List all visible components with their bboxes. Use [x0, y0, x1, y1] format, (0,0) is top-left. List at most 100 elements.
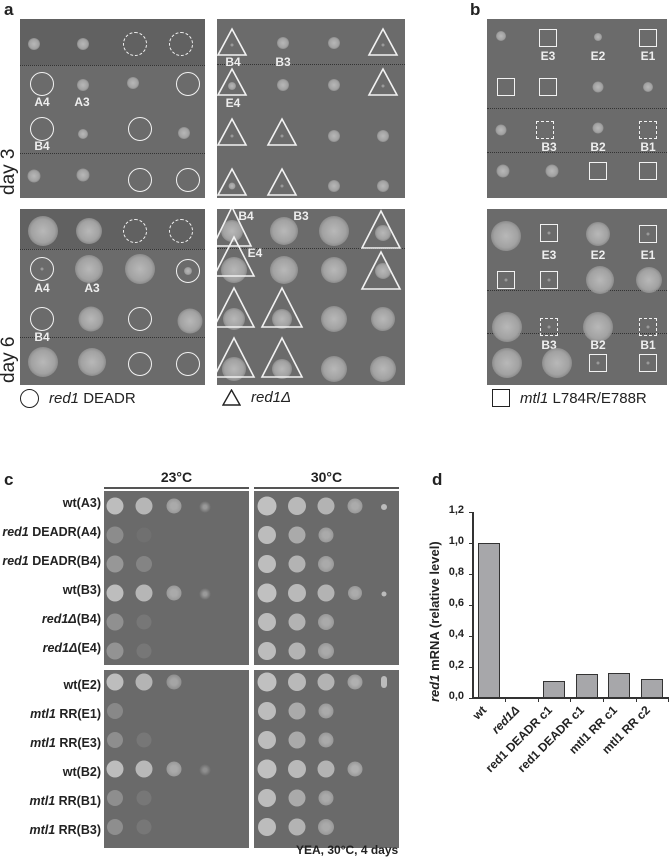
x-label-wt: wt — [469, 703, 489, 723]
bar-mtl1-rr-c2 — [641, 679, 663, 698]
panel-c-letter: c — [4, 470, 14, 489]
row-label: mtl1 RR(E1) — [30, 707, 101, 721]
bar-wt — [478, 543, 500, 698]
strain-label-B1: B1 — [640, 338, 656, 352]
strain-label-A4: A4 — [34, 95, 50, 109]
day3-label: day 3 — [0, 148, 19, 195]
circle-marker — [176, 72, 200, 96]
panel-a-letter: a — [4, 0, 14, 19]
row-label: red1Δ(E4) — [42, 641, 101, 655]
panel-a-day3-red1del-plate: B4 B3 E4 — [217, 19, 405, 198]
circle-marker — [128, 168, 152, 192]
temp-23-underline — [104, 487, 249, 489]
dashed-square-marker — [536, 121, 554, 139]
square-marker — [539, 78, 557, 96]
panel-c-footer: YEA, 30°C, 4 days — [296, 843, 399, 857]
spot-plate-30c-bottom — [254, 670, 399, 848]
row-label: mtl1 RR(E3) — [30, 736, 101, 750]
strain-label-A4: A4 — [34, 281, 50, 295]
triangle-legend-icon — [222, 389, 241, 406]
bar-red1-deadr-c1-b — [576, 674, 598, 698]
circle-marker — [128, 307, 152, 331]
strain-label-E1: E1 — [640, 49, 656, 63]
circle-marker — [30, 72, 54, 96]
strain-label-E3: E3 — [541, 248, 557, 262]
strain-label-B4: B4 — [238, 209, 254, 223]
y-tick-label: 1,2 — [448, 504, 464, 516]
strain-label-E2: E2 — [590, 248, 606, 262]
circle-legend-icon — [20, 389, 39, 408]
spot-plate-30c-top — [254, 491, 399, 665]
circle-marker — [128, 352, 152, 376]
strain-label-B2: B2 — [590, 338, 606, 352]
bar-chart: 0,0 0,2 0,4 0,6 0,8 1,0 1,2 — [449, 504, 672, 705]
strain-label-A3: A3 — [74, 95, 90, 109]
temp-23-header: 23°C — [160, 469, 193, 485]
triangle-markers — [217, 209, 402, 378]
triangle-markers — [217, 27, 399, 196]
circle-marker — [176, 168, 200, 192]
legend-square-mtl1: mtl1 L784R/E788R — [492, 389, 647, 407]
square-marker — [639, 225, 657, 243]
y-tick-label: 0,8 — [448, 566, 464, 578]
strain-label-E1: E1 — [640, 248, 656, 262]
square-marker — [540, 224, 558, 242]
strain-label-B1: B1 — [640, 140, 656, 154]
bar-mtl1-rr-c1 — [608, 673, 630, 698]
square-marker — [497, 78, 515, 96]
day6-label: day 6 — [0, 336, 19, 383]
square-marker — [589, 354, 607, 372]
circle-marker — [30, 257, 54, 281]
panel-b-day6-plate: E3 E2 E1 B3 B2 B1 — [487, 209, 667, 385]
row-label: red1 DEADR(B4) — [2, 554, 101, 568]
circle-marker — [30, 117, 54, 141]
panel-a-day6-deadr-plate: A4 A3 B4 — [20, 209, 205, 385]
y-tick-label: 1,0 — [448, 535, 464, 547]
y-tick-label: 0,0 — [448, 690, 464, 702]
row-labels-bottom: wt(E2) mtl1 RR(E1) mtl1 RR(E3) wt(B2) mt… — [0, 673, 101, 853]
square-marker — [497, 271, 515, 289]
square-marker — [539, 29, 557, 47]
strain-label-E4: E4 — [225, 96, 241, 110]
strain-label-E4: E4 — [247, 246, 263, 260]
panel-b-day3-plate: E3 E2 E1 B3 B2 B1 — [487, 19, 667, 198]
strain-label-B2: B2 — [590, 140, 606, 154]
row-label: mtl1 RR(B1) — [29, 794, 101, 808]
circle-marker — [176, 259, 200, 283]
strain-label-A3: A3 — [84, 281, 100, 295]
square-legend-icon — [492, 389, 510, 407]
square-marker — [639, 162, 657, 180]
row-label: red1Δ(B4) — [41, 612, 101, 626]
x-axis — [472, 697, 669, 699]
legend-triangle-red1-delta: red1Δ — [222, 389, 291, 406]
bar-red1-deadr-c1-a — [543, 681, 565, 698]
row-label: mtl1 RR(B3) — [29, 823, 101, 837]
row-label: wt(B3) — [62, 583, 101, 597]
strain-label-B4: B4 — [34, 330, 50, 344]
dashed-square-marker — [540, 318, 558, 336]
square-marker — [589, 162, 607, 180]
circle-marker — [128, 117, 152, 141]
strain-label-B3: B3 — [275, 55, 291, 69]
square-marker — [540, 271, 558, 289]
y-tick-label: 0,4 — [448, 628, 464, 640]
y-tick-label: 0,6 — [448, 597, 464, 609]
strain-label-E3: E3 — [540, 49, 556, 63]
row-label: red1 DEADR(A4) — [2, 525, 101, 539]
temp-30-header: 30°C — [310, 469, 343, 485]
legend-circle-red1-deadr: red1 DEADR — [20, 389, 136, 408]
row-label: wt(B2) — [62, 765, 101, 779]
circle-marker — [176, 352, 200, 376]
temp-30-underline — [254, 487, 399, 489]
spot-plate-23c-top — [104, 491, 249, 665]
panel-d-letter: d — [432, 470, 443, 489]
row-label: wt(A3) — [62, 496, 101, 510]
dashed-circle-marker — [123, 219, 147, 243]
strain-label-B4: B4 — [225, 55, 241, 69]
square-marker — [639, 29, 657, 47]
panel-a-day6-red1del-plate: B4 B3 E4 — [217, 209, 405, 385]
strain-label-E2: E2 — [590, 49, 606, 63]
row-label: wt(E2) — [63, 678, 102, 692]
dashed-square-marker — [639, 318, 657, 336]
panel-a-day3-deadr-plate: A4 A3 B4 — [20, 19, 205, 198]
